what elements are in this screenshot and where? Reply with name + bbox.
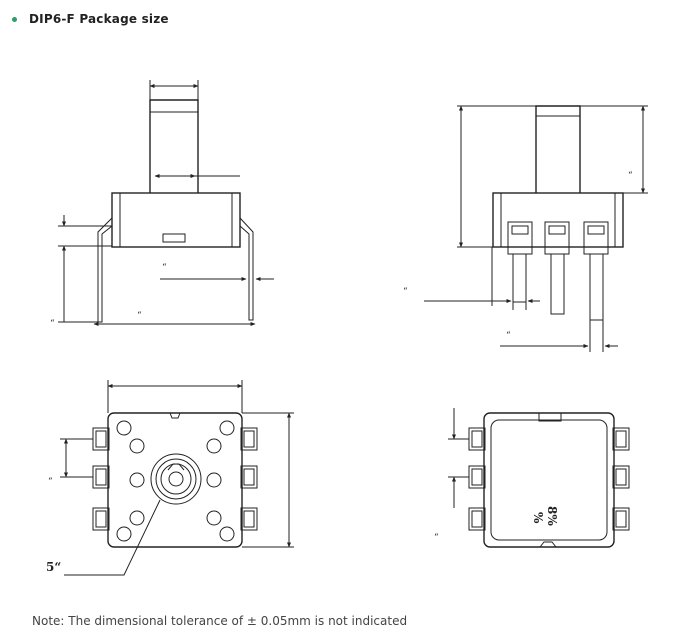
label-front-height: “ xyxy=(50,318,55,329)
footer-note: Note: The dimensional tolerance of ± 0.0… xyxy=(32,614,408,628)
side-body xyxy=(492,192,624,248)
side-pin-1 xyxy=(512,253,527,303)
bottom-view xyxy=(60,380,294,576)
side-pin-3 xyxy=(589,253,604,321)
side-view xyxy=(424,105,648,352)
label-front-pin-pitch: “ xyxy=(162,262,167,273)
header: DIP6-F Package size xyxy=(12,12,169,26)
front-pin-left xyxy=(97,217,113,323)
page-title: DIP6-F Package size xyxy=(29,12,169,26)
label-bottom-pin-pitch: “ xyxy=(48,476,53,487)
top-body xyxy=(483,412,615,548)
label-top-mark-2: % xyxy=(531,512,545,524)
front-view xyxy=(58,80,274,326)
top-view xyxy=(448,408,630,548)
label-top-mark-1: 8% xyxy=(545,506,559,526)
bottom-port-outer xyxy=(150,453,202,505)
label-bottom-hole-dia: 5“ xyxy=(46,560,61,574)
front-pin-right xyxy=(239,217,254,321)
bottom-body xyxy=(107,412,243,548)
label-top-pin-pitch: “ xyxy=(434,532,439,543)
front-tube xyxy=(149,99,199,193)
side-pin-2 xyxy=(550,253,565,315)
front-body xyxy=(111,192,241,248)
label-side-tube-height: “ xyxy=(628,170,633,181)
side-tube xyxy=(535,105,581,193)
label-front-width: “ xyxy=(137,310,142,321)
label-side-pin-width: “ xyxy=(506,330,511,341)
bullet-dot-icon xyxy=(12,16,17,22)
label-side-pin-thickness: “ xyxy=(403,286,408,297)
